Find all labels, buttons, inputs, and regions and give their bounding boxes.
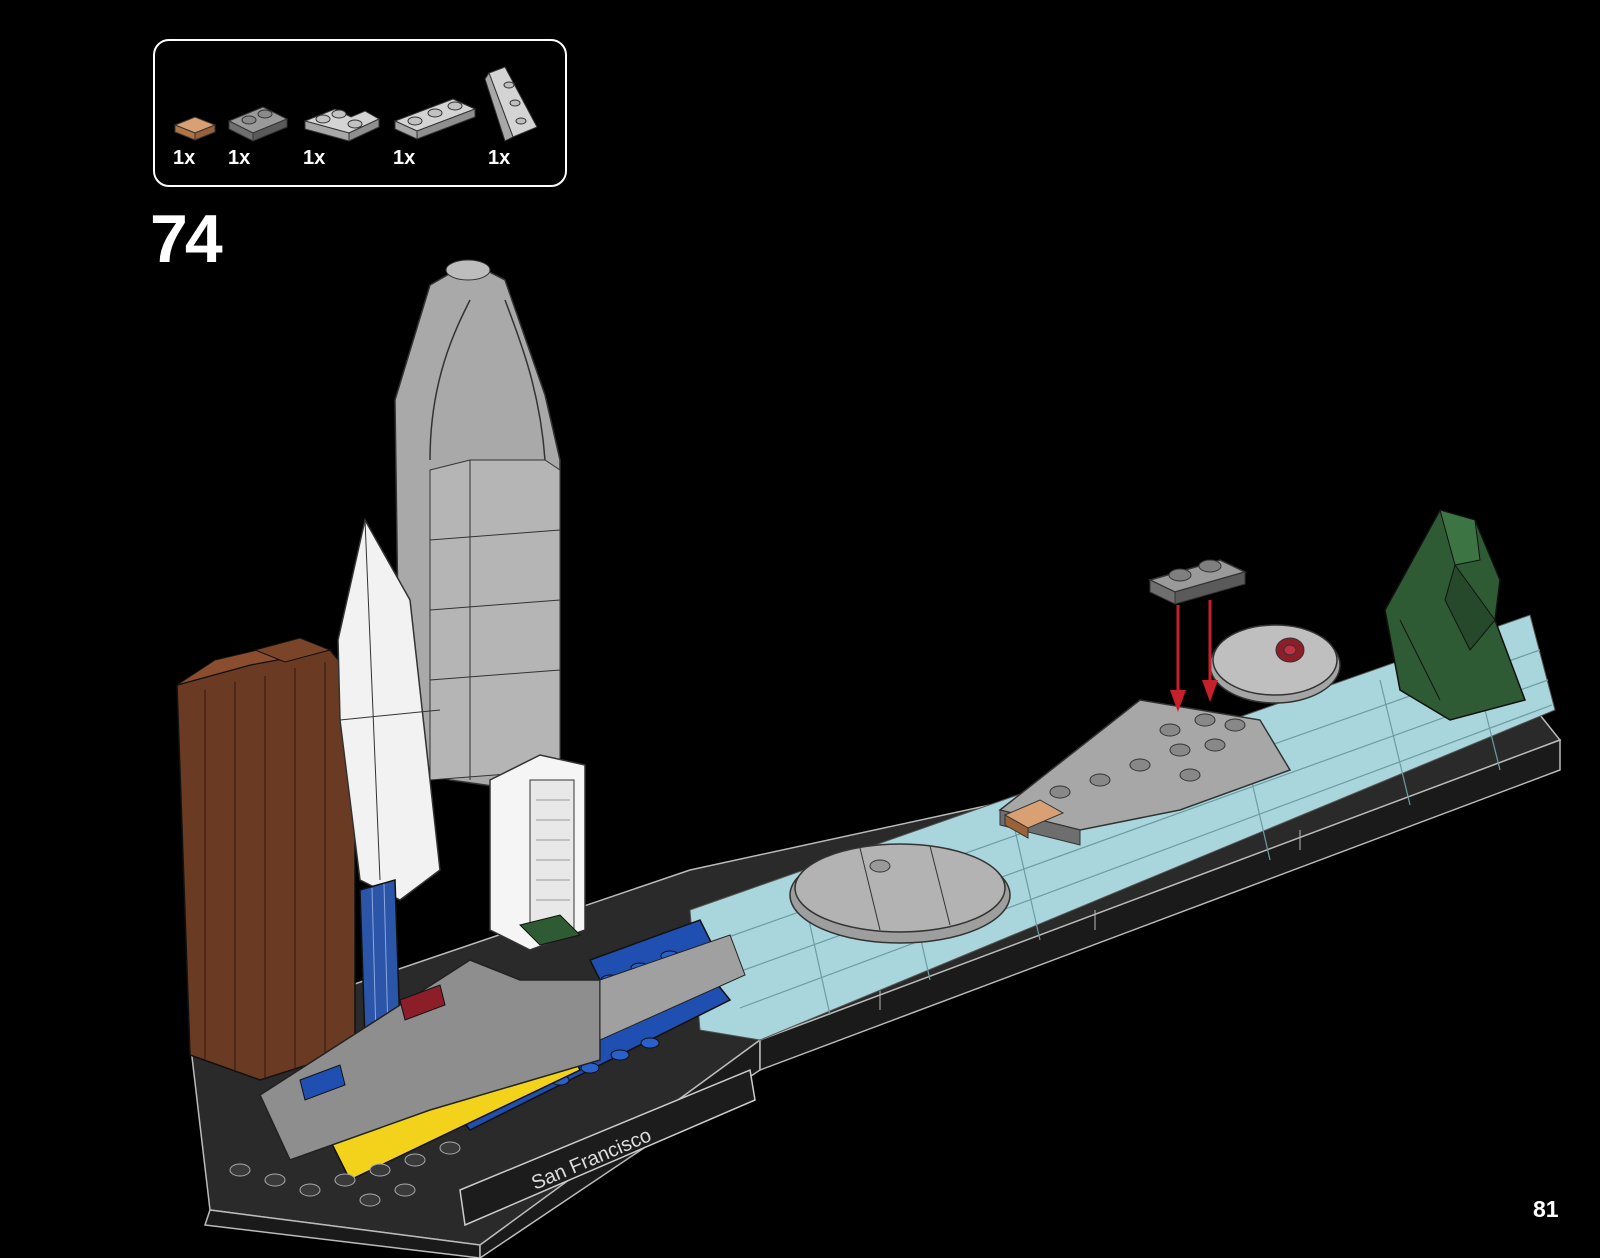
red-arrows bbox=[1170, 600, 1218, 712]
gray-island bbox=[790, 844, 1010, 943]
green-hill bbox=[1385, 510, 1525, 720]
brown-tower bbox=[177, 638, 355, 1080]
white-building bbox=[490, 755, 585, 950]
round-island bbox=[1210, 625, 1340, 703]
floating-plate bbox=[1150, 560, 1245, 604]
page-number: 81 bbox=[1533, 1196, 1559, 1223]
